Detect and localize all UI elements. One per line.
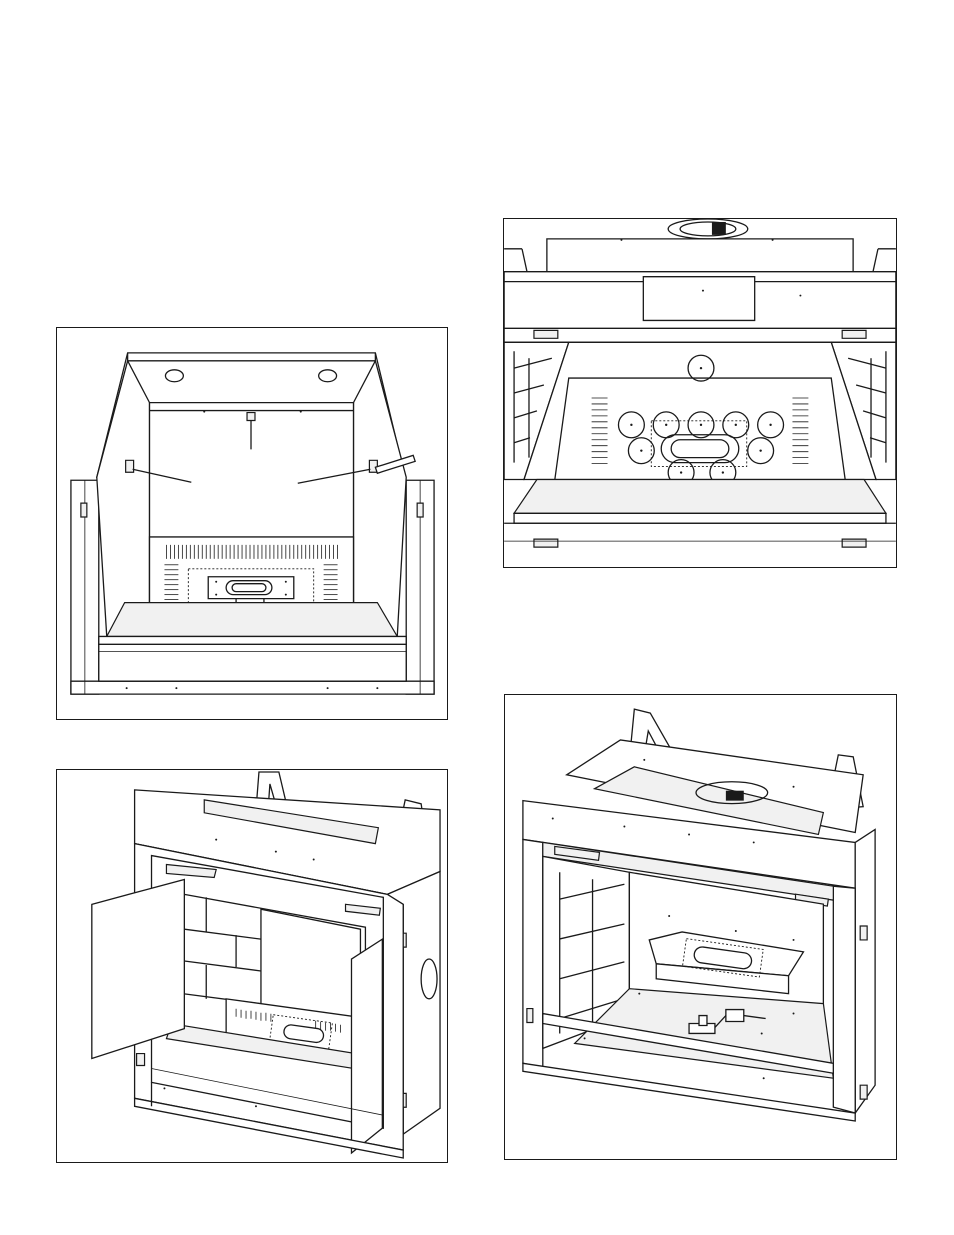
rating-plate-window (643, 277, 754, 321)
flue-damper-mesh (712, 222, 726, 235)
figure-firebox-front-view (56, 327, 448, 720)
top-hood (547, 239, 853, 272)
right-firebox-wall (353, 361, 406, 637)
doors-open-illustration (57, 770, 447, 1162)
hearth-floor (107, 603, 398, 637)
firebox-front-illustration (57, 328, 447, 719)
base-rail (99, 636, 406, 644)
right-side-panel (855, 829, 875, 1113)
left-panel-clip (126, 460, 134, 472)
right-door-open (351, 939, 382, 1153)
hearth-floor (514, 480, 886, 514)
top-center-screw (247, 413, 255, 421)
left-firebox-wall (97, 361, 150, 637)
right-frame-post (833, 886, 855, 1113)
left-frame-post (523, 839, 543, 1067)
figure-firebox-doors-open (56, 769, 448, 1163)
figure-firebox-burner-removed (504, 694, 897, 1160)
burner-removed-illustration (505, 695, 896, 1159)
firebox-screw-illustration (504, 219, 896, 567)
control-compartment (99, 644, 406, 681)
flue-damper-mesh (726, 791, 744, 801)
figure-firebox-screw-locations (503, 218, 897, 568)
upper-rail (504, 328, 896, 342)
bottom-rail (71, 681, 434, 694)
base-rail (514, 513, 886, 523)
back-wall (555, 378, 845, 479)
left-door-open (92, 879, 185, 1058)
